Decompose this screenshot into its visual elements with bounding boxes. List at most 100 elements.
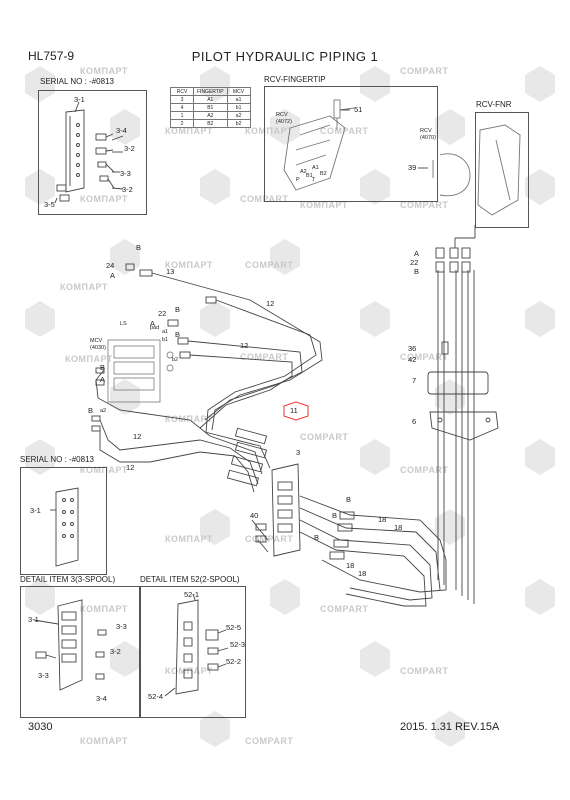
table-cell: a2: [226, 111, 251, 120]
watermark-text: КОМПАРТ: [165, 414, 213, 424]
callout-12: 12: [126, 463, 135, 472]
callout-port-b: B: [175, 305, 181, 314]
rcv-fnr-drawing: [432, 124, 521, 216]
callout-port-b: B: [414, 267, 420, 276]
callout-a2: a2: [100, 408, 107, 414]
callout-port-b: B: [100, 363, 106, 372]
table-cell: a1: [226, 95, 251, 104]
watermark-hex-icon: [25, 579, 55, 615]
watermark-hex-icon: [25, 439, 55, 475]
callout-port-b: B: [314, 533, 320, 542]
watermark-text: КОМПАРТ: [300, 200, 348, 210]
watermark-text: COMPART: [300, 432, 349, 442]
table-row: 4 B1 b1: [170, 103, 251, 112]
table-row: 2 B2 b2: [170, 119, 251, 128]
pad-label: pad: [150, 325, 160, 331]
rcv-fnr-box: [475, 112, 529, 228]
model-number: HL757-9: [28, 49, 75, 63]
callout-port-a: A: [100, 375, 106, 384]
callout-port-b: B: [332, 511, 338, 520]
watermark-hex-icon: [525, 169, 555, 205]
callout-port-a: A: [414, 249, 420, 258]
callout-3-5: 3-5: [44, 200, 55, 209]
rcv-port-table: RCV FINGERTIP MCV 3 A1 a1 4 B1 b1 1 A2 a…: [170, 87, 251, 128]
table-row: 3 A1 a1: [170, 95, 251, 104]
watermark-hex-icon: [525, 579, 555, 615]
detail-52-box: [140, 586, 246, 718]
watermark-hex-icon: [525, 439, 555, 475]
watermark-text: КОМПАРТ: [165, 126, 213, 136]
table-cell: b2: [226, 119, 251, 128]
table-cell: 1: [170, 111, 194, 120]
watermark-text: COMPART: [240, 352, 289, 362]
watermark-hex-icon: [435, 109, 465, 145]
watermark-text: КОМПАРТ: [80, 66, 128, 76]
watermark-text: КОМПАРТ: [165, 534, 213, 544]
mcv-4030-label: MCV (4030): [90, 338, 106, 351]
callout-a1: a1: [162, 329, 169, 335]
watermark-hex-icon: [435, 711, 465, 747]
table-cell: A1: [193, 95, 228, 104]
revision-date: 2015. 1.31 REV.15A: [400, 721, 500, 733]
callout-52-3: 52-3: [230, 640, 246, 649]
rcv-fnr-heading: RCV-FNR: [476, 100, 512, 109]
callout-18: 18: [346, 561, 355, 570]
watermark-text: КОМПАРТ: [80, 604, 128, 614]
callout-12: 12: [240, 341, 249, 350]
callout-3-3: 3-3: [38, 671, 49, 680]
serial-box-bottom: [20, 467, 107, 575]
watermark-hex-icon: [360, 439, 390, 475]
table-row: 1 A2 a2: [170, 111, 251, 120]
callout-3: 3: [296, 448, 301, 457]
callout-port-b: B: [136, 243, 142, 252]
callout-52-5: 52-5: [226, 623, 242, 632]
callout-port-a: A: [150, 319, 156, 328]
watermark-hex-icon: [435, 379, 465, 415]
table-cell: B2: [193, 119, 228, 128]
watermark-text: КОМПАРТ: [165, 260, 213, 270]
callout-18: 18: [378, 515, 387, 524]
watermark-hex-icon: [360, 169, 390, 205]
callout-11: 11: [290, 406, 298, 415]
callout-3-4: 3-4: [96, 694, 107, 703]
watermark-hex-icon: [525, 66, 555, 102]
watermark-hex-icon: [200, 169, 230, 205]
watermark-text: КОМПАРТ: [60, 282, 108, 292]
watermark-hex-icon: [110, 239, 140, 275]
mcv-drawing: [107, 339, 174, 403]
detail-3-heading: DETAIL ITEM 3(3-SPOOL): [20, 575, 116, 584]
port-p-label: P: [296, 177, 300, 183]
watermark-hex-icon: [270, 579, 300, 615]
watermark-text: COMPART: [400, 666, 449, 676]
ls-label: LS: [120, 321, 127, 327]
watermark-hex-icon: [360, 301, 390, 337]
detail-3-box: [20, 586, 140, 718]
callout-3-1: 3-1: [30, 506, 41, 515]
callout-13: 13: [166, 267, 175, 276]
rcv-4070-label: RCV (4070): [420, 128, 436, 141]
callout-b2: b2: [172, 357, 179, 363]
watermark-hex-icon: [110, 379, 140, 415]
serial-bottom-heading: SERIAL NO : -#0813: [20, 455, 94, 464]
watermark-text: КОМПАРТ: [165, 666, 213, 676]
watermark-hex-icon: [110, 109, 140, 145]
callout-3-4: 3-4: [116, 126, 127, 135]
watermark-text: COMPART: [320, 604, 369, 614]
port-b1-label: B1: [306, 173, 313, 179]
watermark-hex-icon: [200, 301, 230, 337]
watermark-hex-icon: [110, 641, 140, 677]
table-header: MCV: [226, 87, 251, 96]
port-a2-label: A2: [300, 169, 307, 175]
serial-top-heading: SERIAL NO : -#0813: [40, 77, 114, 86]
watermark-text: COMPART: [400, 200, 449, 210]
port-b2-label: B2: [320, 171, 327, 177]
callout-6: 6: [412, 417, 417, 426]
callout-port-b: B: [175, 330, 181, 339]
port-t-label: T: [312, 177, 316, 183]
rcv-fingertip-heading: RCV-FINGERTIP: [264, 75, 326, 84]
callout-36: 36: [408, 344, 417, 353]
